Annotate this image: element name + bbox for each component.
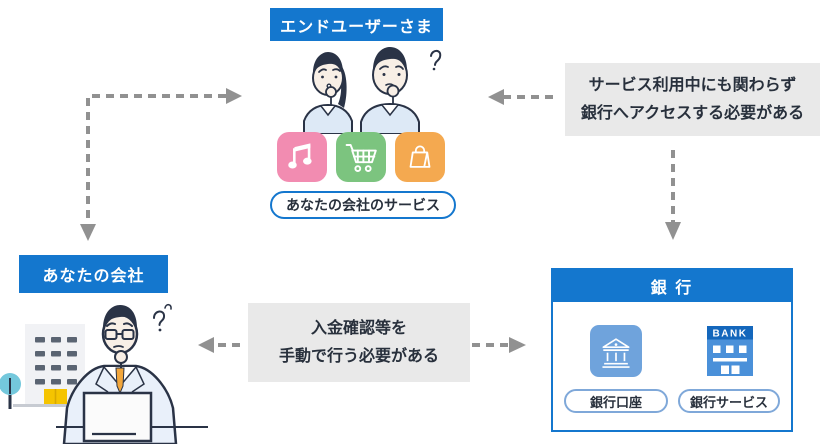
company-service-pill: あなたの会社のサービス bbox=[270, 191, 456, 219]
service-icons-row bbox=[277, 132, 445, 182]
worried-businessman-illustration bbox=[56, 303, 208, 444]
callout-manual-work-line1: 入金確認等を bbox=[310, 320, 407, 338]
shopping-app-tile bbox=[336, 132, 386, 182]
laptop-illustration bbox=[82, 391, 153, 443]
bank-account-pill: 銀行口座 bbox=[564, 389, 668, 413]
bank-storefront-icon: BANK bbox=[707, 326, 753, 376]
callout-manual-work-line2: 手動で行う必要がある bbox=[278, 347, 439, 365]
music-app-tile bbox=[277, 132, 327, 182]
confusion-squiggle-icon bbox=[430, 49, 442, 66]
company-scene-illustration bbox=[0, 303, 208, 444]
callout-manual-work: 入金確認等を 手動で行う必要がある bbox=[248, 303, 470, 382]
bank-account-tile bbox=[590, 325, 642, 377]
end-user-label: エンドユーザーさま bbox=[270, 8, 443, 41]
bank-body: BANK 銀行口座 銀行サービス bbox=[553, 302, 791, 428]
bank-service-label: 銀行サービス bbox=[689, 394, 768, 410]
arrowhead-right-to-enduser bbox=[226, 88, 242, 104]
music-note-icon bbox=[288, 143, 312, 169]
glasses-icon bbox=[104, 329, 135, 340]
bank-account-label: 銀行口座 bbox=[589, 394, 642, 410]
bank-panel: 銀 行 BANK bbox=[551, 268, 793, 432]
end-user-label-text: エンドユーザーさま bbox=[280, 18, 433, 36]
arrowhead-down-to-bank bbox=[665, 222, 681, 240]
shopping-bag-icon bbox=[409, 145, 431, 168]
company-service-label: あなたの会社のサービス bbox=[286, 197, 440, 213]
company-enduser-arrow-line bbox=[86, 94, 226, 224]
bank-title: 銀 行 bbox=[650, 280, 694, 297]
worried-man-illustration bbox=[360, 47, 442, 134]
callout-bank-access-line1: サービス利用中にも関わらず bbox=[588, 77, 797, 95]
arrowhead-left-to-enduser bbox=[488, 89, 504, 105]
arrowhead-right-to-bank bbox=[509, 337, 526, 353]
bank-header: 銀 行 bbox=[553, 270, 791, 302]
store-app-tile bbox=[395, 132, 445, 182]
bank-service-pill: 銀行サービス bbox=[678, 389, 780, 413]
company-label: あなたの会社 bbox=[19, 255, 168, 293]
company-label-text: あなたの会社 bbox=[42, 268, 145, 285]
callout-bank-access-line2: 銀行へアクセスする必要がある bbox=[580, 104, 805, 122]
bank-sign-text: BANK bbox=[713, 329, 748, 340]
arrowhead-down-to-company bbox=[80, 224, 96, 241]
bank-columns-icon bbox=[602, 338, 630, 368]
worried-end-users-illustration bbox=[303, 47, 442, 134]
callout-bank-access: サービス利用中にも関わらず 銀行へアクセスする必要がある bbox=[565, 63, 820, 136]
tree-illustration bbox=[0, 373, 21, 409]
shopping-cart-icon bbox=[345, 144, 377, 172]
confusion-squiggle-icon bbox=[153, 310, 166, 326]
worried-woman-illustration bbox=[303, 52, 353, 134]
